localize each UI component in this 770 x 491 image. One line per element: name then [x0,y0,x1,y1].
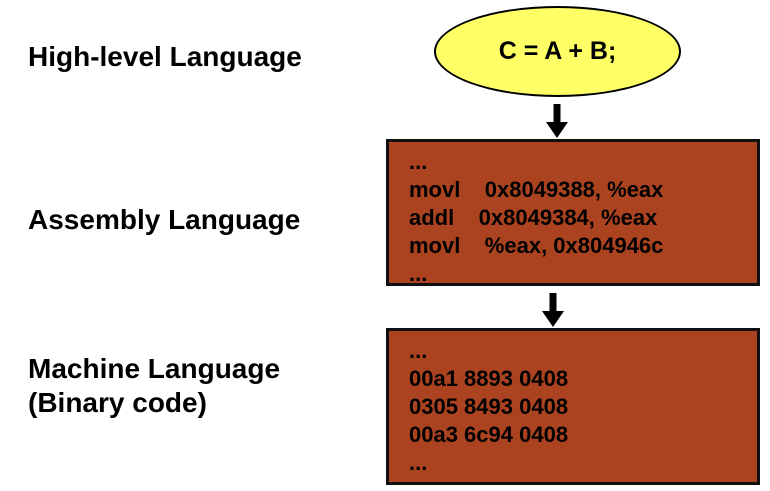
code-line: ... [409,261,428,286]
machine-code-node: ... 00a1 8893 0408 0305 8493 0408 00a3 6… [386,328,760,485]
label-machine-language: Machine Language (Binary code) [28,352,280,420]
label-high-level-language: High-level Language [28,41,302,72]
arrow-down-icon [546,104,568,138]
code-line: ... [409,149,428,174]
source-code-text: C = A + B; [498,37,617,65]
code-line: movl 0x8049388, %eax [409,177,664,202]
source-code-node: C = A + B; [434,6,681,97]
code-line: 00a3 6c94 0408 [409,422,569,447]
code-line: 00a1 8893 0408 [409,366,569,391]
arrow-down-icon [542,293,564,327]
code-line: movl %eax, 0x804946c [409,233,664,258]
code-line: ... [409,450,428,475]
label-machine-language-line2: (Binary code) [28,387,207,418]
code-line: ... [409,338,428,363]
assembly-code-node: ... movl 0x8049388, %eax addl 0x8049384,… [386,139,760,286]
code-line: 0305 8493 0408 [409,394,569,419]
code-line: addl 0x8049384, %eax [409,205,658,230]
label-assembly-language: Assembly Language [28,204,301,235]
label-machine-language-line1: Machine Language [28,353,281,384]
